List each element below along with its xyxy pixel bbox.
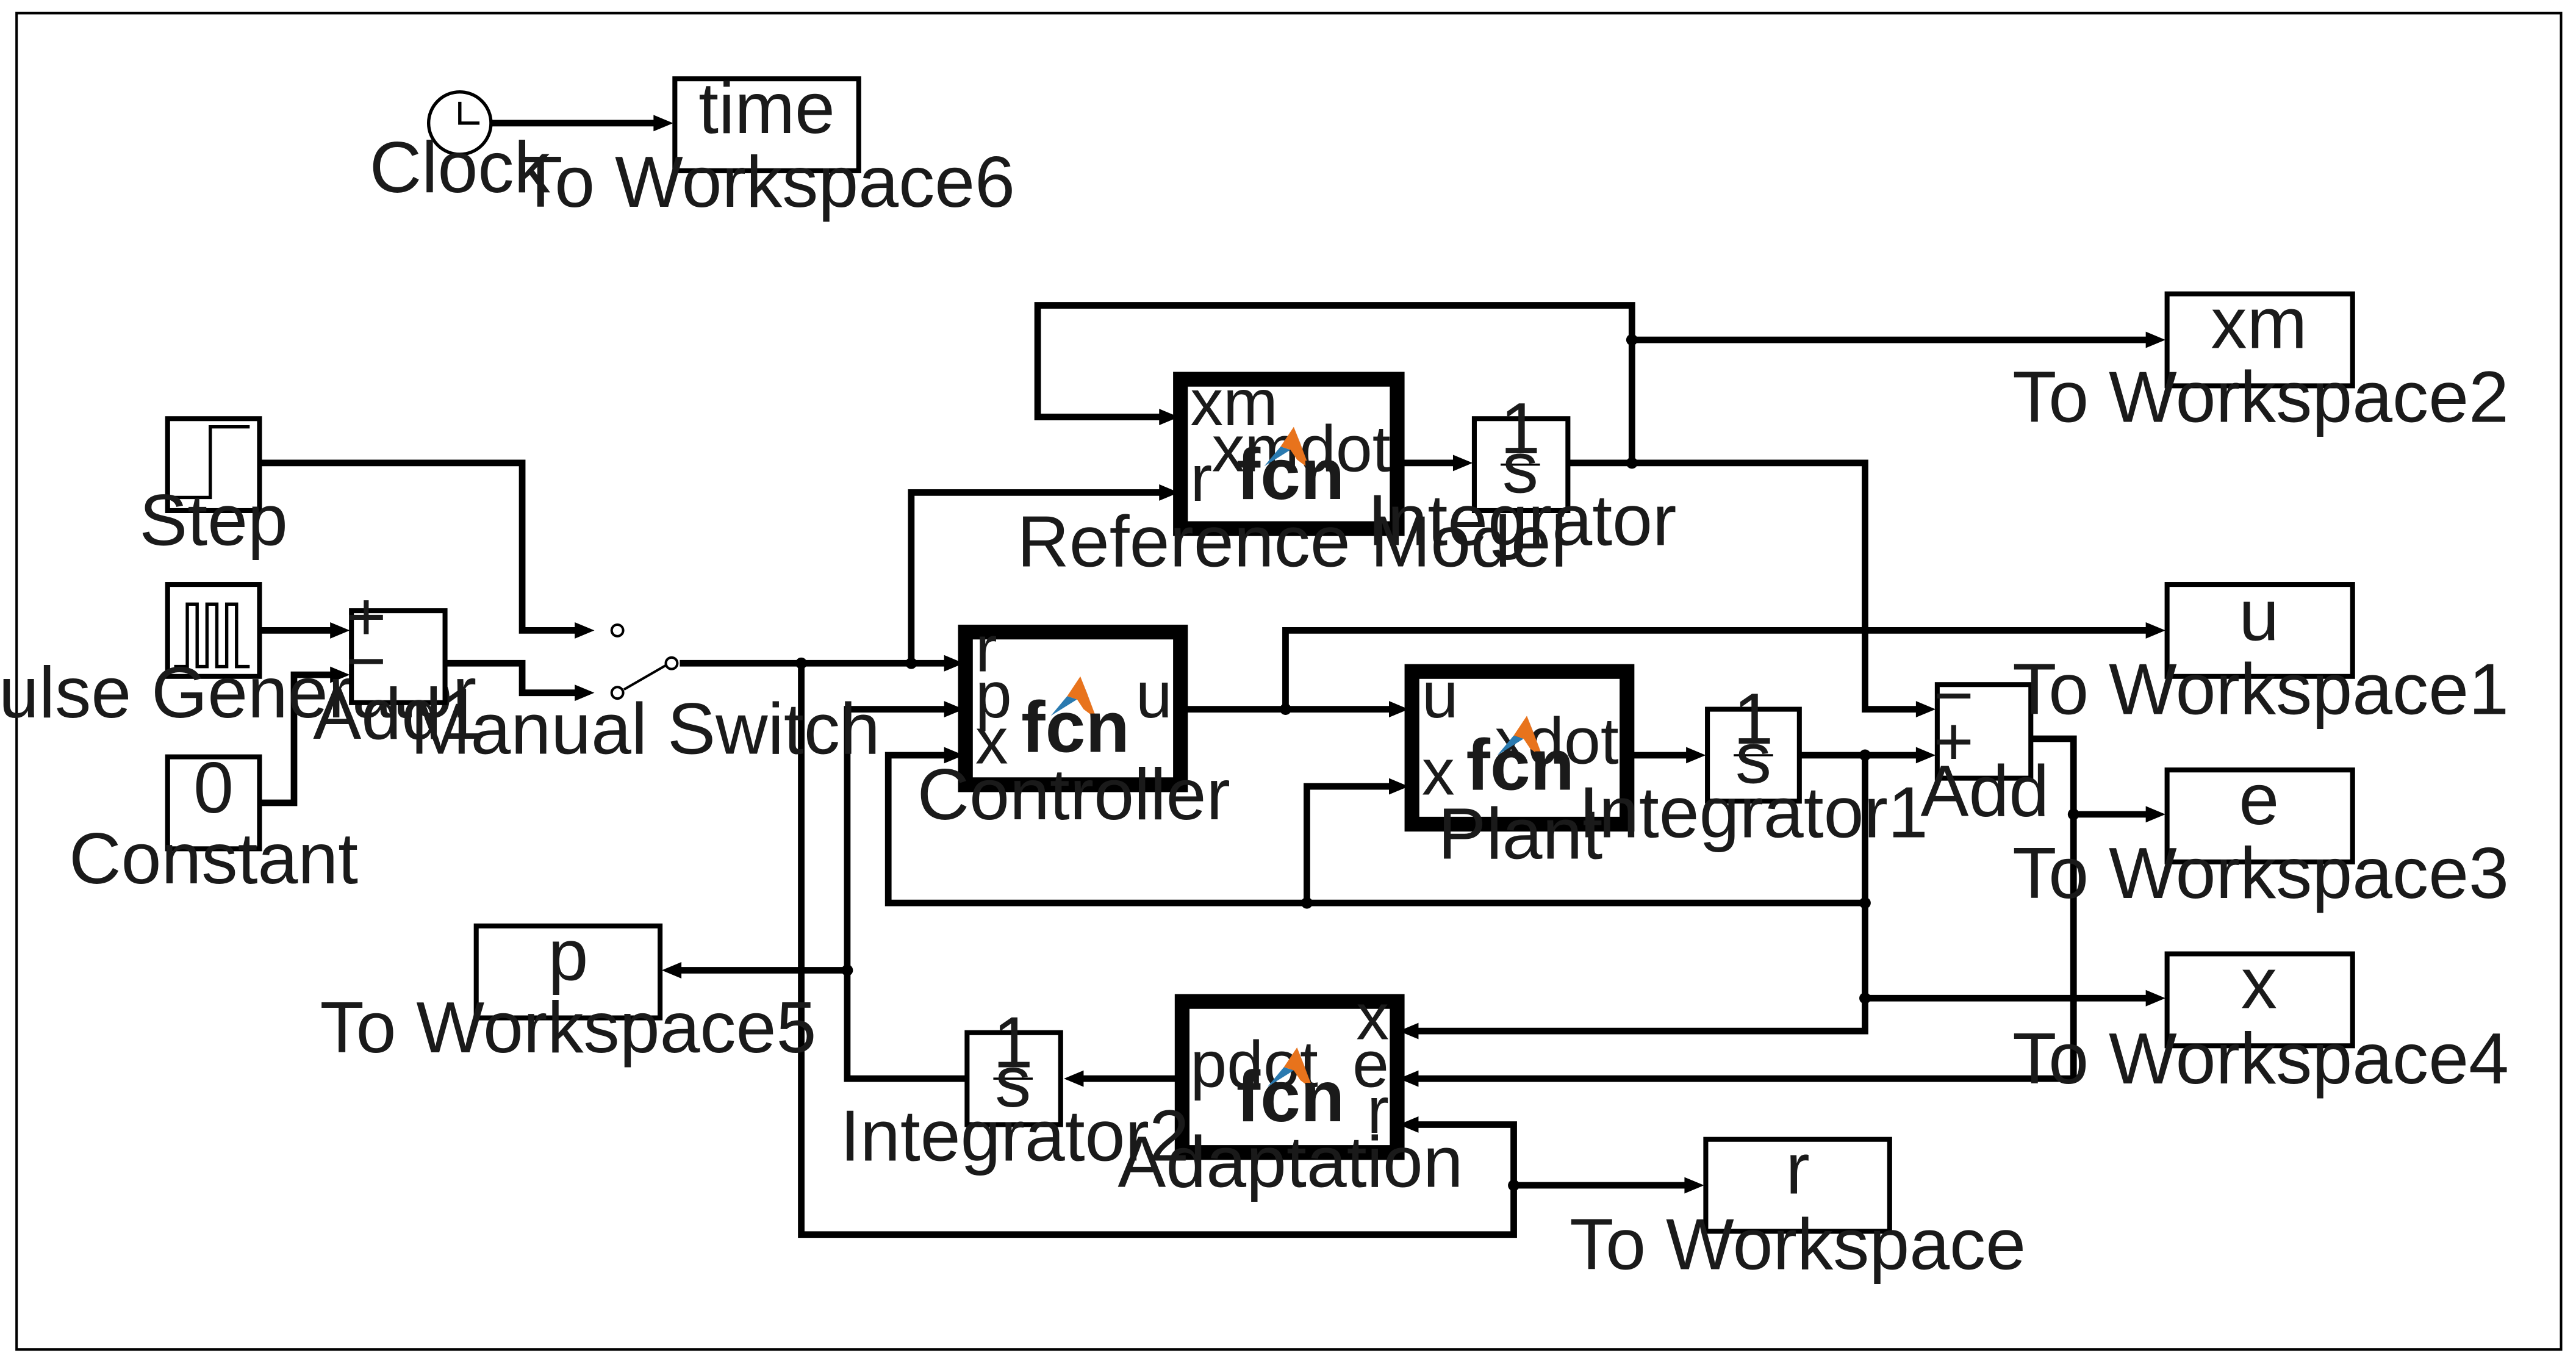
controller-port-r: r xyxy=(975,612,997,686)
controller-fcn: fcn xyxy=(1021,688,1130,768)
add-label: Add xyxy=(1921,752,2050,832)
to-workspace6-block[interactable]: time xyxy=(672,68,861,173)
plant-block[interactable]: u x xdot fcn xyxy=(1404,658,1635,832)
to-workspace1-text: u xyxy=(2239,576,2279,656)
adaptation-port-r: r xyxy=(1367,1074,1389,1147)
to-workspace2-text: xm xyxy=(2211,284,2307,364)
to-workspace4-text: x xyxy=(2241,943,2277,1024)
to-workspace2-block[interactable]: xm xyxy=(2164,284,2355,389)
to-workspace3-label: To Workspace3 xyxy=(2012,833,2509,914)
controller-block[interactable]: r p x u fcn xyxy=(958,612,1188,792)
clock-block[interactable] xyxy=(426,90,493,156)
integrator2-label: Integrator2 xyxy=(840,1096,1189,1177)
reference-model-port-xm: xm xyxy=(1190,366,1277,439)
add1-label: Add1 xyxy=(313,674,482,755)
to-workspace-block[interactable]: r xyxy=(1703,1129,1892,1234)
plant-label: Plant xyxy=(1438,794,1602,874)
reference-model-port-r: r xyxy=(1190,442,1212,515)
to-workspace-label: To Workspace xyxy=(1570,1204,2026,1285)
add-sign-minus: − xyxy=(1934,657,1974,734)
to-workspace2-label: To Workspace2 xyxy=(2012,357,2509,438)
add1-sign-minus: − xyxy=(346,622,386,699)
add1-block[interactable]: + − xyxy=(346,578,448,705)
plant-fcn: fcn xyxy=(1466,725,1574,805)
branch-points xyxy=(795,334,2079,1191)
constant-value: 0 xyxy=(193,748,234,828)
clock-label: Clock xyxy=(370,127,551,208)
diagram-border xyxy=(15,12,2563,1351)
controller-port-p: p xyxy=(975,658,1012,731)
to-workspace4-label: To Workspace4 xyxy=(2012,1019,2509,1099)
step-label: Step xyxy=(139,480,288,561)
integrator-block[interactable]: 1 s xyxy=(1471,389,1571,513)
manual-switch-block[interactable] xyxy=(610,623,679,700)
integrator1-label: Integrator1 xyxy=(1579,773,1928,853)
to-workspace-text: r xyxy=(1785,1129,1809,1209)
to-workspace1-label: To Workspace1 xyxy=(2012,650,2509,730)
integrator1-block[interactable]: 1 s xyxy=(1705,679,1802,804)
reference-model-fcn: fcn xyxy=(1236,434,1345,515)
controller-label: Controller xyxy=(917,755,1230,835)
add-sign-plus: + xyxy=(1934,703,1974,780)
switch-lever-icon xyxy=(623,664,667,691)
controller-port-x: x xyxy=(975,704,1008,777)
to-workspace4-block[interactable]: x xyxy=(2164,943,2355,1049)
integrator-label: Integrator xyxy=(1368,480,1677,561)
integrator2-denominator: s xyxy=(995,1042,1031,1122)
adaptation-fcn: fcn xyxy=(1236,1057,1345,1137)
integrator2-numerator: 1 xyxy=(993,1002,1033,1083)
reference-model-label: Reference Model xyxy=(1017,501,1567,582)
adaptation-label: Adaptation xyxy=(1118,1122,1463,1203)
constant-label: Constant xyxy=(69,819,358,899)
plant-port-x: x xyxy=(1422,736,1455,809)
integrator1-denominator: s xyxy=(1735,719,1771,799)
adaptation-port-e: e xyxy=(1352,1028,1389,1101)
to-workspace5-block[interactable]: p xyxy=(473,916,663,1021)
manual-switch-label: Manual Switch xyxy=(411,689,880,769)
integrator-numerator: 1 xyxy=(1500,389,1540,469)
to-workspace1-block[interactable]: u xyxy=(2164,576,2355,679)
clock-icon xyxy=(458,101,480,125)
to-workspace6-text: time xyxy=(698,68,835,149)
step-icon xyxy=(174,425,250,500)
adaptation-port-x: x xyxy=(1356,980,1389,1054)
reference-model-block[interactable]: xm r xmdot fcn xyxy=(1173,366,1405,536)
integrator1-numerator: 1 xyxy=(1734,679,1774,760)
signal-wires xyxy=(259,115,2165,1238)
adaptation-block[interactable]: x e r pdot fcn xyxy=(1174,980,1405,1160)
to-workspace6-label: To Workspace6 xyxy=(518,142,1015,223)
add1-sign-plus: + xyxy=(346,578,386,655)
constant-block[interactable]: 0 xyxy=(165,748,262,852)
to-workspace3-block[interactable]: e xyxy=(2164,760,2355,864)
integrator2-block[interactable]: 1 s xyxy=(964,1002,1063,1127)
to-workspace5-text: p xyxy=(548,916,588,996)
to-workspace5-label: To Workspace5 xyxy=(320,988,816,1068)
integrator-denominator: s xyxy=(1502,428,1538,508)
to-workspace3-text: e xyxy=(2239,760,2279,840)
pulse-generator-block[interactable] xyxy=(165,582,262,679)
plant-port-u: u xyxy=(1422,658,1458,731)
add-block[interactable]: − + xyxy=(1934,657,2034,781)
step-block[interactable] xyxy=(165,416,262,513)
controller-port-u: u xyxy=(1136,658,1172,731)
pulse-icon xyxy=(174,602,250,669)
